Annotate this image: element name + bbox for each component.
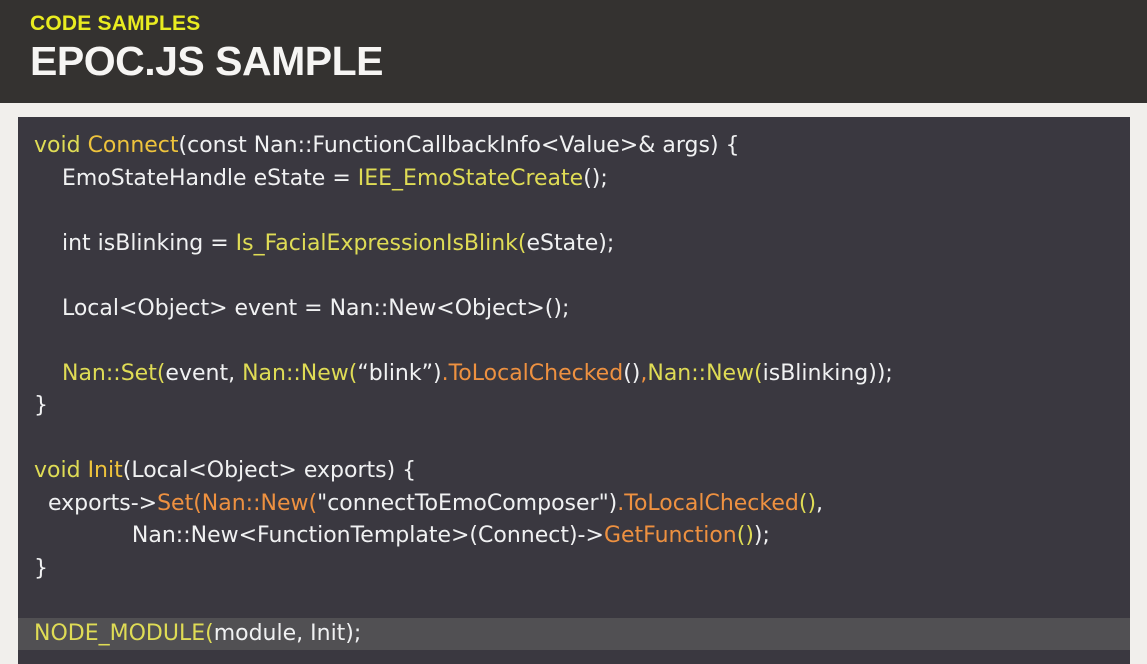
code-token: int isBlinking =: [34, 230, 236, 256]
code-token: [81, 458, 88, 483]
code-line: Local<Object> event = Nan::New<Object>()…: [34, 293, 1114, 326]
code-token: module, Init);: [213, 620, 362, 646]
code-token: );: [753, 523, 770, 548]
code-token: (const Nan::FunctionCallbackInfo<Value>&…: [178, 133, 740, 158]
code-line: EmoStateHandle eState = IEE_EmoStateCrea…: [34, 163, 1114, 196]
code-token: event,: [165, 360, 243, 386]
code-token: Nan::New(: [647, 360, 763, 386]
code-line: [34, 423, 1114, 456]
code-token: void: [34, 458, 81, 483]
code-token: NODE_MODULE(: [34, 620, 214, 646]
code-token: .ToLocalChecked: [441, 360, 624, 386]
code-token: GetFunction: [603, 523, 737, 548]
code-token: (): [623, 360, 641, 386]
code-token: .ToLocalChecked: [617, 490, 799, 516]
code-token: IEE_EmoStateCreate: [357, 165, 584, 191]
code-token: Local<Object> event = Nan::New<Object>()…: [34, 295, 570, 321]
code-token: Set(Nan::New(: [157, 490, 318, 516]
code-token: Connect: [87, 133, 179, 158]
code-line: void Init(Local<Object> exports) {: [34, 455, 1114, 488]
code-line: [34, 585, 1114, 618]
code-line: Nan::Set(event, Nan::New(“blink”).ToLoca…: [34, 358, 1114, 391]
code-token: (): [798, 490, 817, 516]
code-token: ,: [640, 360, 648, 386]
code-token: }: [34, 555, 48, 581]
code-token: Init: [87, 458, 123, 483]
code-token: Is_FacialExpressionIsBlink(: [235, 230, 527, 256]
code-line: }: [34, 390, 1114, 423]
code-token: [81, 133, 88, 158]
code-line: int isBlinking = Is_FacialExpressionIsBl…: [34, 228, 1114, 261]
code-token: EmoStateHandle eState =: [34, 165, 358, 191]
code-line: [34, 325, 1114, 358]
code-token: ();: [583, 165, 608, 191]
code-line: }: [34, 553, 1114, 586]
code-line: [34, 195, 1114, 228]
slide-header: CODE SAMPLES EPOC.JS SAMPLE: [0, 0, 1147, 103]
code-token: (Local<Object> exports) {: [122, 458, 417, 483]
code-token: (): [736, 523, 754, 548]
code-token: }: [34, 393, 48, 418]
code-token: eState);: [526, 230, 615, 256]
code-token: exports->: [34, 490, 158, 516]
code-line: NODE_MODULE(module, Init);: [18, 617, 1130, 650]
code-token: "connectToEmoComposer"): [317, 490, 618, 516]
code-token: ,: [816, 490, 824, 516]
code-line: exports->Set(Nan::New("connectToEmoCompo…: [34, 488, 1114, 521]
code-line: Nan::New<FunctionTemplate>(Connect)->Get…: [34, 520, 1114, 553]
code-token: Nan::Set(: [61, 360, 166, 386]
code-line: void Connect(const Nan::FunctionCallback…: [34, 130, 1114, 163]
page-title: EPOC.JS SAMPLE: [30, 38, 383, 85]
code-token: Nan::New<FunctionTemplate>(Connect)->: [34, 523, 604, 548]
slide-eyebrow: CODE SAMPLES: [30, 12, 201, 35]
code-panel: void Connect(const Nan::FunctionCallback…: [18, 117, 1130, 664]
code-token: Nan::New(: [242, 360, 358, 386]
code-token: void: [34, 133, 81, 158]
code-line: [34, 260, 1114, 293]
code-token: isBlinking));: [762, 360, 893, 386]
code-token: [34, 361, 62, 386]
code-token: “blink”): [357, 360, 442, 386]
